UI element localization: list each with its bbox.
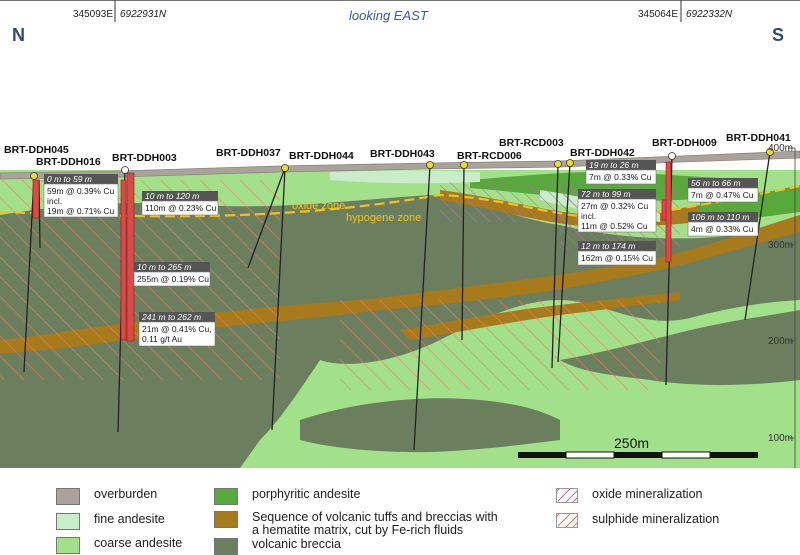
oxide-zone-label: oxide zone (292, 200, 345, 212)
oxide-hypogene-boundary (0, 184, 800, 219)
legend-item-fine-andesite: fine andesite (56, 513, 165, 530)
drillhole-label: BRT-DDH009 (652, 137, 717, 149)
svg-text:255m @ 0.19% Cu: 255m @ 0.19% Cu (137, 274, 209, 284)
drillhole-label: BRT-DDH043 (370, 148, 435, 160)
svg-text:11m @ 0.52% Cu: 11m @ 0.52% Cu (581, 221, 648, 231)
fine-andesite-unit (330, 170, 480, 184)
svg-text:162m @ 0.15% Cu: 162m @ 0.15% Cu (581, 253, 653, 263)
svg-text:72 m to 99 m: 72 m to 99 m (581, 189, 631, 199)
legend-label: Sequence of volcanic tuffs and breccias … (252, 510, 498, 537)
legend-item-hematite-sequence: Sequence of volcanic tuffs and breccias … (214, 511, 498, 537)
view-direction: looking EAST (349, 8, 429, 23)
legend: overburden fine andesite coarse andesite… (0, 470, 800, 555)
legend-label: oxide mineralization (592, 487, 703, 501)
header: 345093E 6922931N 345064E 6922332N lookin… (0, 0, 800, 45)
legend-label: coarse andesite (94, 536, 183, 550)
legend-swatch (214, 488, 238, 505)
legend-label: volcanic breccia (252, 537, 341, 551)
sulphide-mineralization-center (340, 300, 660, 390)
overburden-unit (0, 150, 800, 180)
svg-text:19 m to 26 m: 19 m to 26 m (589, 160, 639, 170)
svg-text:56 m to 66 m: 56 m to 66 m (691, 178, 741, 188)
legend-item-porphyritic-andesite: porphyritic andesite (214, 488, 360, 505)
drillhole-label: BRT-RCD006 (457, 150, 522, 162)
sulphide-hatch-swatch (556, 513, 578, 528)
left-northing: 6922931N (120, 9, 167, 20)
legend-swatch (56, 513, 80, 530)
legend-swatch (56, 537, 80, 554)
svg-text:0 m to 59 m: 0 m to 59 m (47, 174, 92, 184)
svg-text:12 m to 174 m: 12 m to 174 m (581, 241, 635, 251)
legend-item-oxide-mineralization: oxide mineralization (556, 488, 702, 503)
north-label: N (12, 25, 25, 45)
intercept-callout: 72 m to 99 m 27m @ 0.32% Cu incl. 11m @ … (577, 189, 657, 233)
svg-text:7m @ 0.47% Cu: 7m @ 0.47% Cu (691, 190, 754, 200)
left-easting: 345093E (73, 9, 113, 20)
svg-text:59m @ 0.39% Cu: 59m @ 0.39% Cu (47, 186, 114, 196)
intercept-callout: 56 m to 66 m 7m @ 0.47% Cu (687, 178, 759, 203)
intercept-callout: 241 m to 262 m 21m @ 0.41% Cu, 0.11 g/t … (138, 312, 216, 347)
elevation-label: 300m (768, 240, 793, 251)
svg-text:7m @ 0.33% Cu: 7m @ 0.33% Cu (589, 172, 652, 182)
legend-swatch (214, 511, 238, 528)
svg-text:106 m to 110 m: 106 m to 110 m (691, 212, 749, 222)
svg-text:incl.: incl. (47, 196, 62, 206)
svg-text:10 m to 265 m: 10 m to 265 m (137, 262, 191, 272)
oxide-hatch-swatch (556, 488, 578, 503)
elevation-label: 100m (768, 433, 793, 444)
svg-text:incl.: incl. (581, 211, 596, 221)
drillhole-label: BRT-DDH042 (570, 147, 635, 159)
elevation-axis (788, 147, 796, 468)
svg-text:0.11 g/t Au: 0.11 g/t Au (142, 334, 182, 344)
legend-swatch (56, 488, 80, 505)
svg-text:4m @ 0.33% Cu: 4m @ 0.33% Cu (691, 224, 754, 234)
drillhole-label: BRT-DDH016 (36, 156, 101, 168)
svg-text:21m @ 0.41% Cu,: 21m @ 0.41% Cu, (142, 324, 212, 334)
geological-cross-section: oxide zone hypogene zone BRT-DDH045 (0, 0, 800, 468)
drillhole-label: BRT-DDH044 (289, 150, 354, 162)
svg-text:110m @ 0.23% Cu: 110m @ 0.23% Cu (145, 203, 217, 213)
legend-item-volcanic-breccia: volcanic breccia (214, 538, 341, 555)
intercept-callout: 10 m to 265 m 255m @ 0.19% Cu (133, 262, 211, 287)
legend-item-overburden: overburden (56, 488, 157, 505)
svg-text:27m @ 0.32% Cu: 27m @ 0.32% Cu (581, 201, 648, 211)
legend-swatch (214, 538, 238, 555)
drillhole-label: BRT-DDH003 (112, 152, 177, 164)
intercept-callout: 0 m to 59 m 59m @ 0.39% Cu incl. 19m @ 0… (43, 174, 119, 218)
svg-text:241 m to 262 m: 241 m to 262 m (141, 312, 201, 322)
intercept-callout: 12 m to 174 m 162m @ 0.15% Cu (577, 241, 657, 266)
scale-bar-label: 250m (614, 435, 649, 451)
mineralized-intervals (32, 161, 672, 342)
drillhole-collars (30, 148, 774, 180)
drillhole-label: BRT-RCD003 (499, 137, 564, 149)
right-northing: 6922332N (686, 9, 733, 20)
elevation-label: 400m (768, 143, 793, 154)
legend-item-sulphide-mineralization: sulphide mineralization (556, 513, 719, 528)
drillhole-label: BRT-DDH041 (726, 132, 791, 144)
hematite-band-upper (380, 215, 800, 310)
scale-bar: 250m (518, 435, 758, 459)
volcanic-breccia-bottom (300, 398, 560, 453)
hypogene-zone-label: hypogene zone (346, 212, 421, 224)
drillhole-label: BRT-DDH037 (216, 147, 281, 159)
drillhole-label: BRT-DDH045 (4, 144, 69, 156)
svg-text:19m @ 0.71% Cu: 19m @ 0.71% Cu (47, 206, 114, 216)
right-easting: 345064E (638, 9, 678, 20)
legend-label: fine andesite (94, 512, 165, 526)
legend-label: overburden (94, 487, 158, 501)
legend-item-coarse-andesite: coarse andesite (56, 537, 182, 554)
elevation-label: 200m (768, 336, 793, 347)
south-label: S (772, 25, 784, 45)
svg-text:10 m to 120 m: 10 m to 120 m (145, 191, 199, 201)
legend-label: sulphide mineralization (592, 512, 720, 526)
legend-label: porphyritic andesite (252, 487, 361, 501)
intercept-callout: 19 m to 26 m 7m @ 0.33% Cu (585, 160, 657, 185)
intercept-callout: 10 m to 120 m 110m @ 0.23% Cu (141, 191, 219, 216)
intercept-callout: 106 m to 110 m 4m @ 0.33% Cu (687, 212, 759, 237)
